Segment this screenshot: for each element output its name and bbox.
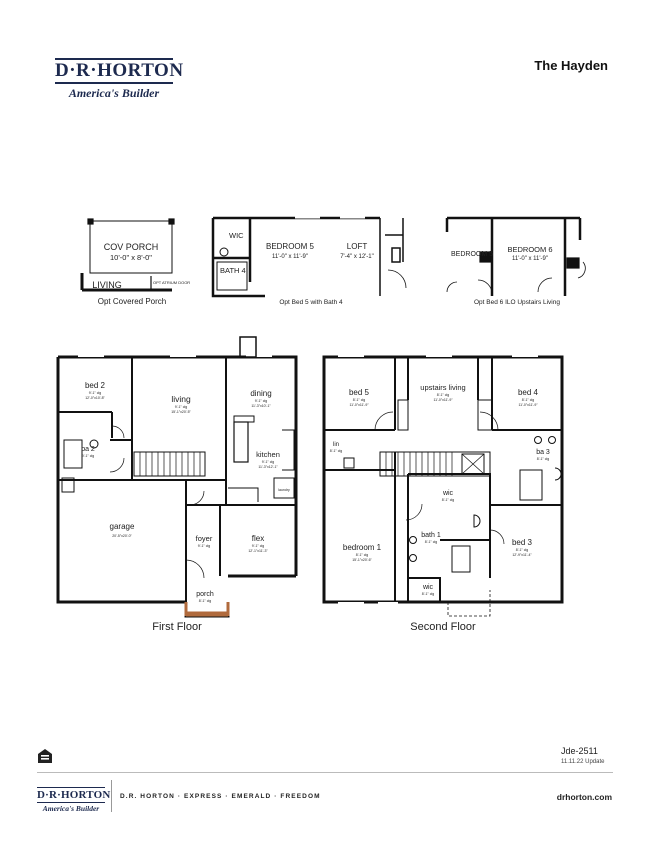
opt-bed6-diagram xyxy=(445,216,586,296)
room-ba3: ba 3 xyxy=(536,449,550,456)
footer-logo-wordmark: D·R·HORTON xyxy=(37,787,111,803)
second-floor-diagram xyxy=(322,355,564,617)
cov-porch-dims: 10'-0" x 8'-0" xyxy=(110,253,152,262)
room-garage-dims: 20'-5"x20'-0" xyxy=(112,534,132,538)
cov-porch-door: OPT ATRIUM DOOR xyxy=(153,280,190,285)
opt-covered-porch-diagram xyxy=(80,218,175,292)
brand-list: D.R. HORTON · EXPRESS · EMERALD · FREEDO… xyxy=(120,793,321,800)
website-link[interactable]: drhorton.com xyxy=(556,792,612,802)
room-bedroom1-dims: 15'-1"x20'-6" xyxy=(352,558,372,562)
room-living-dims: 15'-1"x20'-5" xyxy=(171,410,191,414)
room-kitchen: kitchen xyxy=(256,450,280,459)
footer-divider xyxy=(37,772,613,773)
room-upstairs-living-dims: 11'-0"x11'-9" xyxy=(433,398,453,402)
room-laundry: laundry xyxy=(278,488,290,492)
opt-bed6-bedroom6: BEDROOM 6 xyxy=(507,245,552,254)
room-flex-dims: 12'-1"x11'-3" xyxy=(248,549,268,553)
floor-plans: COV PORCH 10'-0" x 8'-0" LIVING OPT ATRI… xyxy=(56,215,586,633)
room-bed4: bed 4 xyxy=(518,388,539,397)
room-foyer-clg: 9'-1" clg xyxy=(198,544,210,548)
room-bedroom1-clg: 8'-1" clg xyxy=(356,553,368,557)
footer-separator xyxy=(111,780,112,812)
room-dining: dining xyxy=(250,389,271,398)
cov-porch-living: LIVING xyxy=(92,280,122,290)
room-ba2-clg: 9'-1" clg xyxy=(82,454,94,458)
room-bed2: bed 2 xyxy=(85,381,106,390)
plan-name: The Hayden xyxy=(534,58,608,73)
opt-bed6-bedroom6-dims: 11'-0" x 11'-9" xyxy=(512,256,548,262)
room-kitchen-dims: 11'-3"x12'-1" xyxy=(258,465,278,469)
cov-porch-caption: Opt Covered Porch xyxy=(98,297,166,306)
room-bed3-clg: 8'-1" clg xyxy=(516,548,528,552)
document-update-date: 11.11.22 Update xyxy=(561,759,605,765)
room-bed2-dims: 12'-0"x10'-8" xyxy=(85,396,105,400)
footer-logo: D·R·HORTON America's Builder xyxy=(37,787,111,813)
room-porch-clg: 8'-1" clg xyxy=(199,599,211,603)
room-lin: lin xyxy=(333,442,339,448)
opt-bed6-bedroom5: BEDROOM 5 xyxy=(451,251,493,258)
equal-housing-icon xyxy=(38,749,52,763)
room-bed5: bed 5 xyxy=(349,388,370,397)
room-ba3-clg: 8'-1" clg xyxy=(537,457,549,461)
opt-bed5-bath4: BATH 4 xyxy=(220,266,246,275)
room-garage: garage xyxy=(110,522,135,531)
room-wic1: wic xyxy=(442,490,454,497)
room-foyer: foyer xyxy=(196,534,213,543)
opt-bed5-wic: WIC xyxy=(229,231,244,240)
logo-wordmark: D·R·HORTON xyxy=(55,58,183,84)
opt-bed5-loft: LOFT xyxy=(347,242,368,251)
room-bed3-dims: 12'-9"x11'-4" xyxy=(512,553,532,557)
room-upstairs-living-clg: 8'-1" clg xyxy=(437,393,449,397)
drhorton-logo: D·R·HORTON America's Builder xyxy=(55,58,183,101)
room-bed4-clg: 8'-1" clg xyxy=(522,398,534,402)
opt-bed5-diagram xyxy=(211,215,407,298)
room-bed5-dims: 11'-0"x11'-9" xyxy=(349,403,369,407)
room-bedroom1: bedroom 1 xyxy=(343,543,382,552)
opt-bed5-loft-dims: 7'-4" x 12'-1" xyxy=(340,254,374,260)
opt-bed5-bedroom: BEDROOM 5 xyxy=(266,242,315,251)
opt-bed5-bedroom-dims: 11'-0" x 11'-9" xyxy=(272,254,308,260)
room-bed2-clg: 9'-1" clg xyxy=(89,391,101,395)
footer-logo-tagline: America's Builder xyxy=(42,804,100,813)
room-dining-dims: 11'-3"x10'-1" xyxy=(251,404,271,408)
room-wic2-clg: 8'-1" clg xyxy=(422,592,434,596)
room-flex: flex xyxy=(252,534,264,543)
opt-bed6-caption: Opt Bed 6 ILO Upstairs Living xyxy=(474,299,560,306)
room-dining-clg: 9'-1" clg xyxy=(255,399,267,403)
room-bed4-dims: 11'-0"x11'-9" xyxy=(518,403,538,407)
first-floor-diagram xyxy=(56,336,298,618)
room-porch: porch xyxy=(196,591,214,598)
logo-tagline: America's Builder xyxy=(68,86,160,100)
room-upstairs-living: upstairs living xyxy=(420,383,465,392)
room-bath1-clg: 8'-1" clg xyxy=(425,540,437,544)
room-wic2: wic xyxy=(422,584,434,591)
room-ba2: ba 2 xyxy=(81,446,95,453)
cov-porch-title: COV PORCH xyxy=(104,242,159,252)
room-kitchen-clg: 9'-1" clg xyxy=(262,460,274,464)
room-bath1: bath 1 xyxy=(421,532,441,539)
room-living: living xyxy=(171,394,191,404)
room-bed3: bed 3 xyxy=(512,538,533,547)
opt-bed5-caption: Opt Bed 5 with Bath 4 xyxy=(279,299,343,306)
room-bed5-clg: 8'-1" clg xyxy=(353,398,365,402)
room-wic1-clg: 8'-1" clg xyxy=(442,498,454,502)
document-code: Jde-2511 xyxy=(561,746,598,756)
room-flex-clg: 9'-1" clg xyxy=(252,544,264,548)
first-floor-label: First Floor xyxy=(152,621,202,633)
room-living-clg: 9'-1" clg xyxy=(175,405,187,409)
room-lin-clg: 8'-1" clg xyxy=(330,449,342,453)
second-floor-label: Second Floor xyxy=(410,621,476,633)
